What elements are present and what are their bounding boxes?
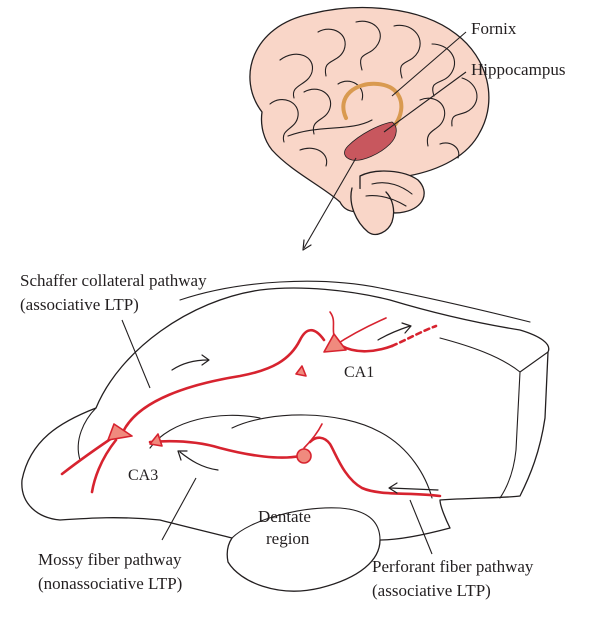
ca3-small-terminal [149, 433, 163, 447]
mossy-flow-arrowhead [177, 450, 188, 461]
brain-outline [249, 7, 490, 213]
perforant-flow-arrowhead [388, 482, 398, 494]
dentate-contour [231, 414, 433, 499]
hippocampus-label: Hippocampus [471, 60, 565, 79]
schaffer-flow-arrowhead [201, 354, 210, 366]
schaffer-flow-arrow [171, 359, 209, 371]
schaffer-label-line1: Schaffer collateral pathway [20, 271, 207, 290]
neural-pathways [60, 311, 442, 498]
schaffer-leader [121, 319, 151, 389]
ca1-dendrite [329, 311, 335, 337]
schaffer-collateral-axon [122, 328, 326, 432]
mossy-label-line1: Mossy fiber pathway [38, 550, 182, 569]
dentate-lower-contour [231, 507, 381, 541]
ca1-output-dashed [390, 324, 438, 348]
flow-arrows [171, 322, 439, 494]
dentate-granule-soma [296, 448, 312, 464]
zoom-arrow-line [303, 157, 357, 249]
dentate-label-line1: Dentate [258, 507, 311, 526]
mossy-flow-arrow [179, 451, 219, 471]
mossy-fiber-axon [148, 439, 302, 459]
ca1-label: CA1 [344, 364, 374, 381]
slice-top-edge [179, 280, 531, 323]
hippocampus-structure [344, 121, 397, 161]
perforant-leader [409, 499, 433, 555]
brain-folds [269, 20, 478, 207]
fornix-leader [391, 31, 467, 97]
slice-outline [21, 287, 550, 592]
ca3-pyramidal-soma [107, 423, 133, 441]
perforant-label-line1: Perforant fiber pathway [372, 557, 534, 576]
ca3-label: CA3 [128, 467, 158, 484]
label-leaders [121, 319, 433, 555]
brainstem [350, 187, 395, 236]
dentate-label-line2: region [266, 529, 310, 548]
schaffer-label-line2: (associative LTP) [20, 295, 139, 314]
ca3-lower-branch [90, 438, 118, 494]
left-lobe-contour [77, 407, 97, 461]
slice-right-edge [439, 337, 521, 373]
hippocampal-slice [21, 280, 550, 592]
ca1-output-arrowhead [401, 322, 412, 334]
perforant-flow-arrow [389, 487, 439, 491]
mossy-label-line2: (nonassociative LTP) [38, 574, 182, 593]
ca1-branch [333, 317, 387, 347]
slice-right-face [499, 351, 549, 499]
mossy-leader [161, 477, 197, 541]
ca1-small-terminal [295, 365, 307, 377]
brain-illustration [249, 7, 490, 251]
perforant-fiber-axon [308, 436, 442, 498]
zoom-arrow-head [302, 239, 312, 251]
ca1-output-arrow [377, 325, 411, 341]
granule-dendrite [303, 423, 323, 449]
perforant-label-line2: (associative LTP) [372, 581, 491, 600]
hippocampus-leader [383, 71, 467, 133]
ca1-pyramidal-soma [323, 333, 347, 353]
fornix-label: Fornix [471, 19, 517, 38]
ca1-output-axon [340, 344, 394, 353]
